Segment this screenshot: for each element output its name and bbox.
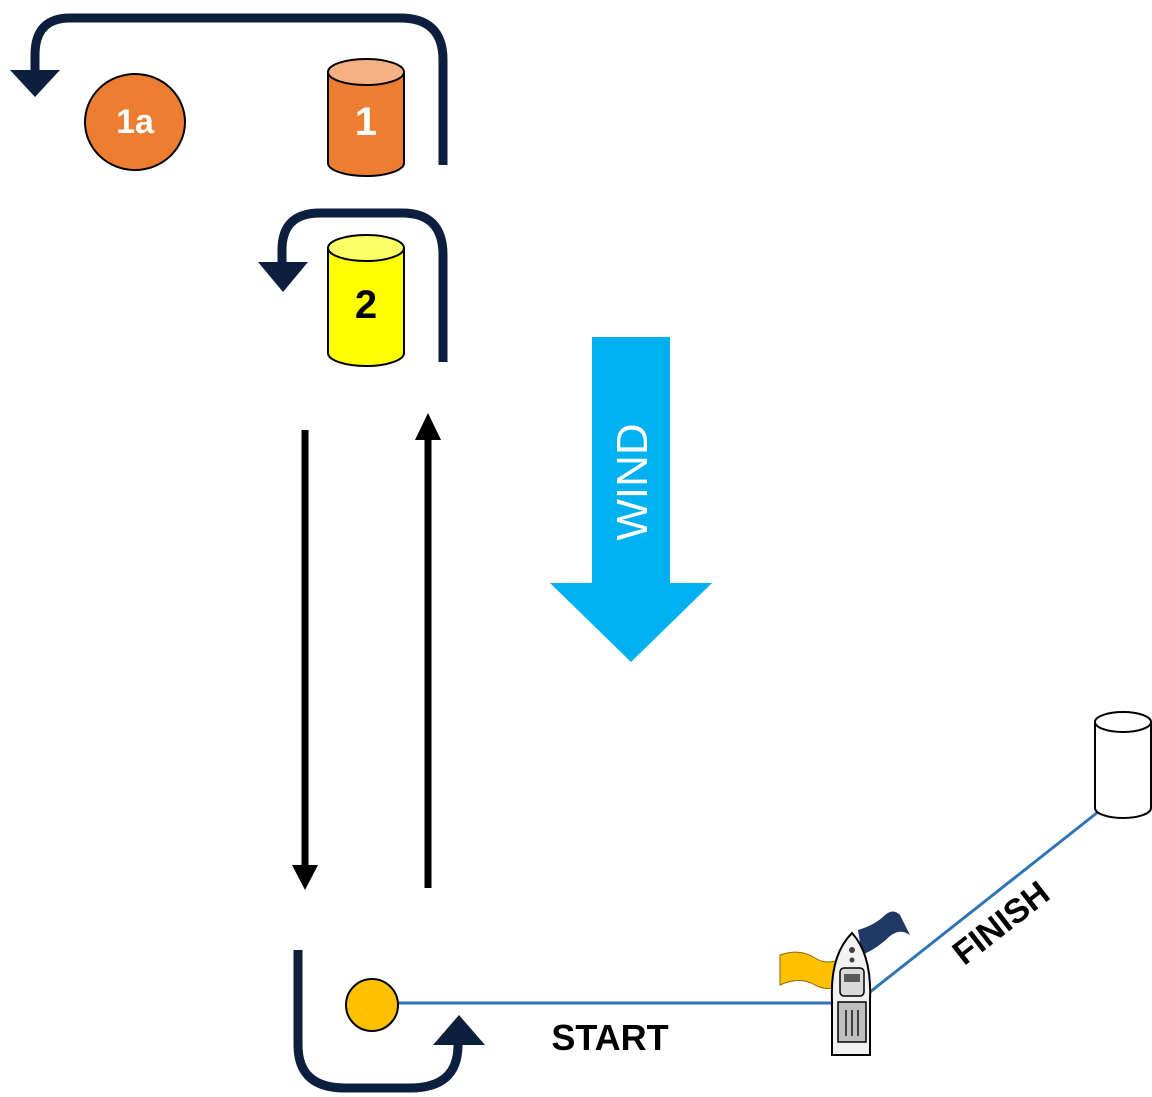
blue-flag-icon: [858, 911, 910, 955]
boat-hull-icon: [830, 931, 872, 1056]
committee-boat: [779, 911, 910, 1056]
mark-2-cylinder: 2: [327, 234, 405, 367]
finish-mark-cylinder: [1094, 711, 1152, 819]
wind-label: WIND: [608, 423, 657, 540]
mark-1a: 1a: [84, 73, 186, 171]
downwind-leg-arrow: [292, 430, 318, 890]
start-label: START: [551, 1017, 668, 1058]
mark-2-label: 2: [355, 283, 377, 327]
start-line: START: [398, 1001, 832, 1058]
upwind-leg-arrow: [415, 413, 441, 888]
wind-arrow: WIND: [550, 337, 712, 662]
rounding-arrow-mark-1: [10, 13, 448, 165]
rounding-arrow-mark-2: [258, 208, 448, 362]
mark-1-label: 1: [355, 100, 377, 144]
start-mark: [345, 978, 399, 1032]
finish-line: FINISH: [869, 810, 1099, 994]
mark-1a-label: 1a: [116, 103, 155, 141]
rounding-arrow-start: [293, 950, 485, 1093]
mark-1-cylinder: 1: [327, 58, 405, 177]
